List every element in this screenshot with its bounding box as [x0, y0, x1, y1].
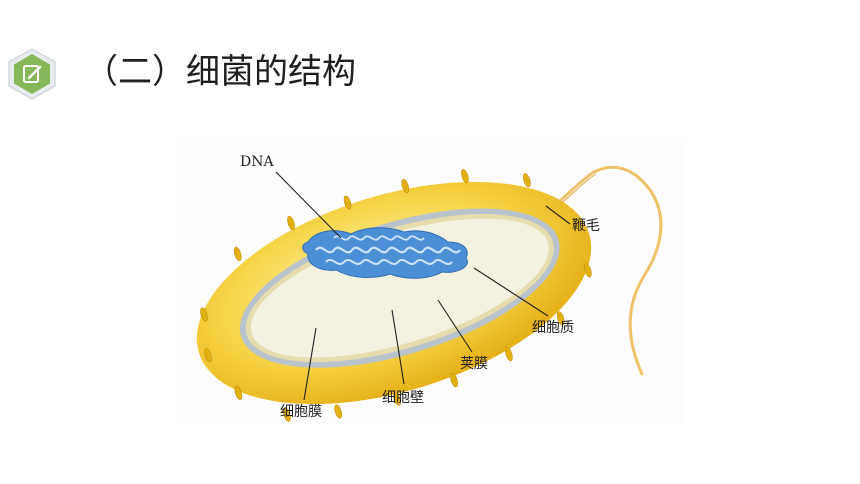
- bacteria-structure-diagram: DNA 鞭毛 细胞质 荚膜 细胞壁 细胞膜: [176, 138, 684, 426]
- cytoplasm: [250, 218, 549, 358]
- label-flagellum: 鞭毛: [572, 218, 600, 234]
- hexagon-badge: [8, 48, 56, 100]
- leader-cell-wall: [391, 309, 405, 385]
- leader-cell-membrane: [303, 327, 317, 401]
- label-cell-membrane: 细胞膜: [280, 404, 322, 420]
- flagellum: [546, 165, 663, 376]
- label-cell-wall: 细胞壁: [382, 390, 424, 406]
- edit-icon: [23, 65, 42, 83]
- leader-flagellum: [545, 205, 571, 225]
- label-capsule: 荚膜: [460, 356, 488, 372]
- page-title: （二）细菌的结构: [84, 52, 356, 92]
- label-dna: DNA: [240, 154, 274, 170]
- leader-cytoplasm: [473, 267, 549, 317]
- label-cytoplasm: 细胞质: [532, 320, 574, 336]
- bacterium-illustration: [196, 165, 663, 422]
- leader-capsule: [437, 299, 473, 353]
- dna-nucleoid: [302, 227, 468, 279]
- capsule: [196, 169, 592, 422]
- section-badge: [4, 46, 60, 102]
- leader-dna: [275, 171, 342, 239]
